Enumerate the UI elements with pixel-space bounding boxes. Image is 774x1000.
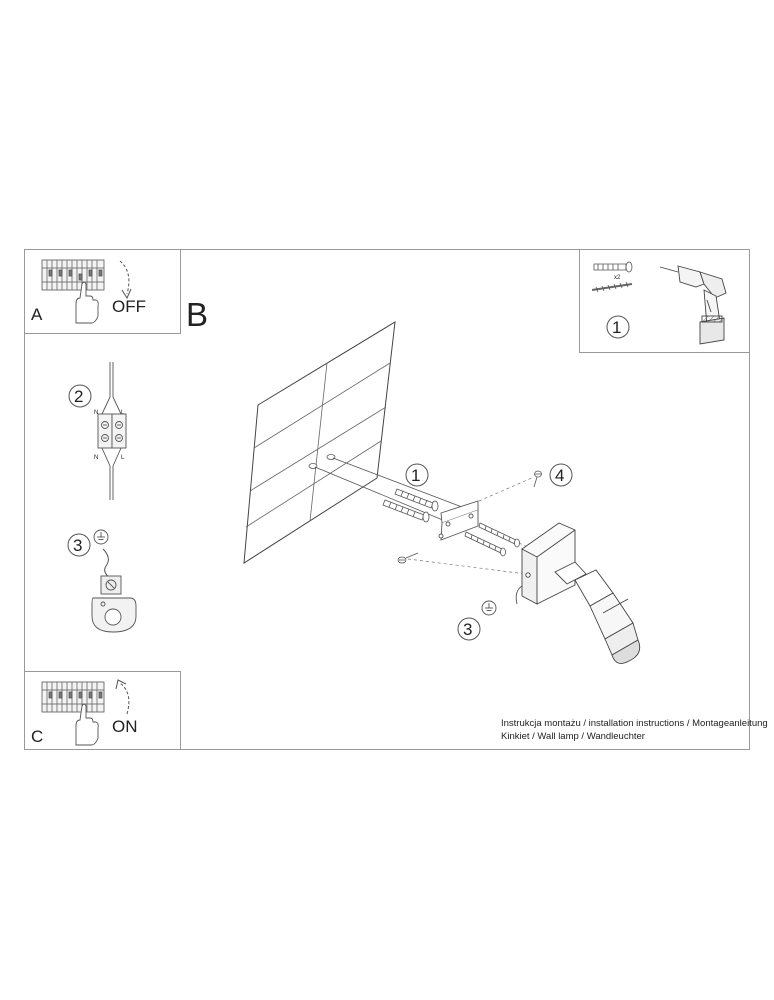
ground-step-number-left: 3 [73,536,83,555]
mounting-bracket [438,500,479,541]
wall-plate [243,321,396,564]
breaker-board-c [41,681,105,713]
screw-step-number: 4 [555,466,565,485]
cover-screw-icon [533,470,542,488]
breaker-board-a [41,259,105,291]
ground-clamp-icon [91,575,137,633]
dowel-step-number: 1 [411,466,421,485]
outer-frame [24,249,750,750]
terminal-label-l-top: L [121,410,125,416]
wall-plate-grid [245,362,391,528]
ground-wire-icon [102,548,111,579]
dowel-step-circle [405,463,429,487]
panel-a-state: OFF [112,297,146,316]
switch-off-arrowhead-icon [121,288,132,300]
wiring-step-number: 2 [74,387,84,406]
drill-icon [659,265,727,345]
wiring-step-circle [68,384,92,408]
panel-c-state: ON [112,717,138,736]
lamp-ground-wire-icon [515,585,523,605]
terminal-label-n-top: N [94,410,99,416]
screw-step-circle [549,463,573,487]
switch-on-arrow-icon [119,682,130,715]
tools-box [579,249,750,353]
tools-step-circle [606,315,630,339]
hand-icon-c [75,703,99,746]
ground-symbol-icon-right [481,600,497,616]
small-screw-icon [397,552,419,564]
caption-line-1: Instrukcja montażu / installation instru… [501,718,768,729]
caption-line-2: Kinkiet / Wall lamp / Wandleuchter [501,731,645,742]
terminal-label-n-bottom: N [94,455,99,461]
wall-lamp-body [521,522,641,664]
ground-step-circle-right [457,617,481,641]
panel-a-letter: A [31,305,43,324]
tools-step-number: 1 [612,318,622,337]
hardware-quantity: x2 [614,275,621,281]
wall-dowel-icon [382,488,439,523]
ground-step-circle-left [67,533,91,557]
terminal-block-icon [97,362,127,500]
hand-icon-a [75,281,99,324]
dowel-set-icon [591,261,633,293]
ground-symbol-icon-left [93,529,109,545]
ground-step-number-right: 3 [463,620,473,639]
panel-b-letter: B [186,296,209,333]
switch-off-arrow-icon [119,260,130,295]
panel-c-letter: C [31,727,44,746]
switch-on-arrowhead-icon [115,679,127,690]
terminal-label-l-bottom: L [121,455,125,461]
